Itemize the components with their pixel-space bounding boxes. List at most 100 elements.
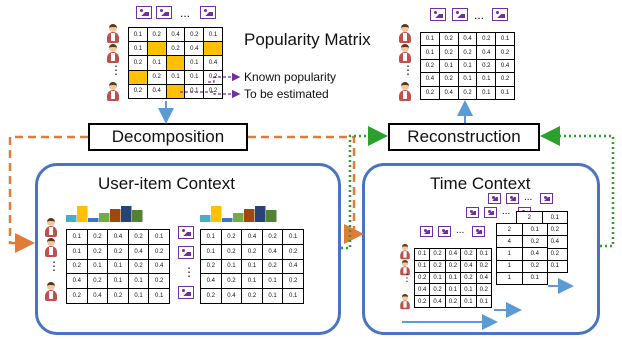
vertical-ellipsis: ⋮: [402, 63, 414, 77]
time-item-icons-front: ...: [420, 226, 510, 240]
item-icon: [200, 6, 216, 19]
matrix-cell: 1: [496, 271, 523, 286]
matrix-cell: 0.2: [128, 55, 148, 71]
vertical-ellipsis: ⋮: [402, 273, 412, 284]
matrix-cell: 0.2: [66, 288, 88, 304]
matrix-cell: 0.1: [420, 45, 440, 60]
item-icon: [492, 8, 508, 21]
matrix-cell: 0.4: [165, 26, 186, 43]
matrix-cell: 0.2: [107, 243, 129, 260]
matrix-cell: 0.2: [220, 273, 243, 290]
matrix-cell: 0.2: [420, 58, 440, 74]
user-item-context-title: User-item Context: [98, 174, 235, 193]
matrix-cell: 0.1: [146, 55, 167, 71]
matrix-cell: 0.2: [521, 259, 548, 273]
matrix-cell: 0.2: [476, 58, 497, 74]
matrix-cell: 0.1: [521, 271, 548, 286]
decomposition-box: Decomposition: [88, 123, 248, 151]
person-icon: [106, 44, 120, 64]
matrix-cell: 0.2: [86, 273, 109, 290]
matrix-cell: 0.2: [457, 85, 478, 101]
matrix-cell: 0.4: [444, 248, 462, 261]
matrix-cell: 0.2: [66, 258, 88, 275]
matrix-cell: 0.1: [475, 248, 493, 261]
item-icon: [430, 8, 446, 21]
matrix-cell: 0.1: [86, 258, 109, 275]
matrix-cell: 0.4: [457, 31, 478, 47]
matrix-cell: 0.4: [438, 85, 459, 101]
item-icon: [178, 286, 194, 299]
reconstructed-user-icons: ⋮: [398, 24, 414, 102]
time-item-icons-back: ...: [488, 193, 578, 207]
matrix-cell: 0.4: [495, 58, 515, 74]
matrix-cell: 0.2: [413, 295, 431, 308]
matrix-cell: 0.4: [282, 258, 304, 275]
matrix-cell: 0.1: [429, 271, 446, 285]
matrix-cell: 0.1: [184, 55, 205, 71]
legend-to-be-estimated: To be estimated: [244, 87, 329, 101]
matrix-cell: 0.1: [476, 85, 497, 101]
matrix-cell: 0.1: [184, 83, 205, 100]
matrix-cell: 0.4: [184, 41, 205, 57]
matrix-cell: 1: [496, 247, 523, 261]
matrix-cell: 0.2: [429, 248, 446, 261]
matrix-cell: 0.1: [241, 258, 263, 275]
matrix-cell: 0.1: [241, 273, 263, 290]
ellipsis: ...: [474, 8, 485, 22]
matrix-cell: 0.2: [521, 235, 548, 249]
item-icon: [472, 226, 485, 237]
matrix-cell: 0.2: [146, 69, 167, 85]
matrix-cell: 0.2: [457, 45, 478, 60]
person-icon: [398, 44, 412, 64]
matrix-cell: 0.1: [200, 229, 222, 245]
middle-item-icons: ⋮: [178, 226, 196, 306]
matrix-cell: 0.1: [107, 273, 129, 290]
matrix-cell: 0.2: [184, 26, 205, 43]
matrix-cell: [165, 83, 186, 100]
matrix-cell: 0.2: [241, 243, 263, 260]
matrix-cell: 0.2: [282, 243, 304, 260]
matrix-cell: 0.4: [429, 295, 446, 308]
person-icon: [44, 282, 58, 302]
matrix-cell: 0.2: [127, 258, 150, 275]
item-icon: [178, 246, 194, 259]
matrix-cell: 0.1: [475, 295, 493, 308]
matrix-cell: 0.2: [460, 271, 477, 285]
matrix-cell: 0.1: [128, 26, 148, 43]
matrix-cell: 0.1: [460, 295, 477, 308]
matrix-cell: 0.4: [476, 45, 497, 60]
matrix-cell: 2: [516, 210, 543, 225]
item-icon: [178, 226, 194, 239]
matrix-cell: 0.2: [127, 229, 150, 245]
matrix-cell: 2: [496, 222, 523, 237]
matrix-cell: 0.2: [148, 243, 170, 260]
matrix-cell: 0.2: [444, 259, 462, 273]
legend-known-popularity: Known popularity: [244, 70, 337, 84]
matrix-cell: 0.1: [521, 222, 548, 237]
vertical-ellipsis: ⋮: [48, 259, 60, 273]
matrix-cell: 0.2: [444, 295, 462, 308]
matrix-cell: 0.1: [420, 31, 440, 47]
matrix-cell: 0.2: [128, 83, 148, 100]
